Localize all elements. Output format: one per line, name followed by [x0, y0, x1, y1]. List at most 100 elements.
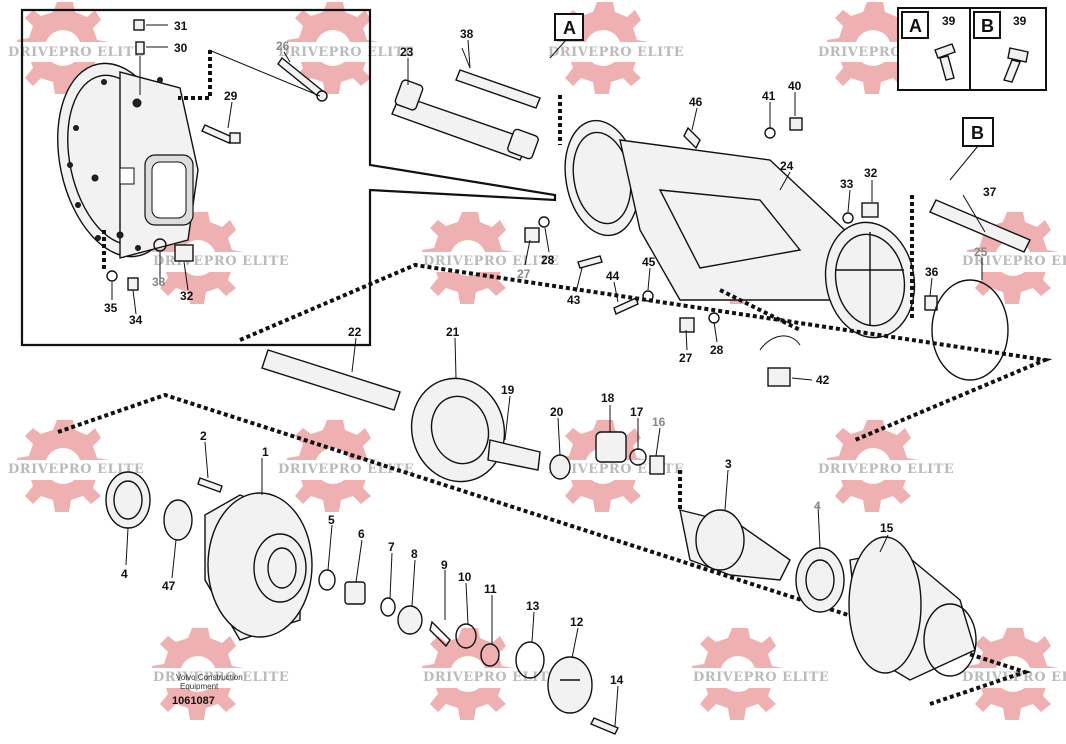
planet-gear-18	[595, 431, 627, 463]
bolt-44	[613, 297, 639, 315]
document-number: 1061087	[172, 695, 215, 707]
watermark-text: DRIVEPRO ELITE	[818, 462, 954, 477]
callout-11: 11	[484, 582, 497, 596]
callout-46: 46	[689, 95, 703, 109]
callout-36: 36	[925, 265, 939, 279]
reference-marker-b: B	[949, 117, 994, 181]
callout-28: 28	[541, 253, 555, 267]
callout-27: 27	[679, 351, 693, 365]
sensor-42	[767, 367, 791, 387]
callout-31: 31	[174, 19, 188, 33]
seal-47	[163, 499, 193, 541]
callout-2: 2	[200, 429, 207, 443]
planet-carrier-21	[410, 377, 506, 483]
callout-30: 30	[174, 41, 188, 55]
callout-15: 15	[880, 521, 894, 535]
bearing-8	[397, 605, 423, 635]
axle-housing-assembly	[391, 47, 1031, 387]
callout-38: 38	[460, 27, 474, 41]
o-ring-25	[931, 279, 1009, 381]
callout-18: 18	[601, 391, 615, 405]
sun-gear-19	[487, 439, 541, 471]
hub-15-face	[848, 536, 922, 674]
bolt-2	[197, 477, 223, 493]
callout-21: 21	[446, 325, 460, 339]
svg-text:B: B	[971, 123, 984, 143]
pin-37	[929, 199, 1031, 253]
washer-20	[549, 454, 571, 480]
callout-22: 22	[348, 325, 362, 339]
wheel-hub-assembly	[57, 392, 1032, 735]
callout-34: 34	[129, 313, 143, 327]
callout-24: 24	[780, 159, 794, 173]
pin-43	[577, 255, 603, 269]
footer: Volvo Construction Equipment 1061087	[172, 673, 243, 707]
callout-16: 16	[652, 415, 666, 429]
callout-27: 27	[517, 267, 531, 281]
callout-25: 25	[974, 245, 988, 259]
callout-6: 6	[358, 527, 365, 541]
callout-45: 45	[642, 255, 656, 269]
bearing-4-right	[795, 547, 845, 613]
watermark-text: DRIVEPRO ELITE	[548, 45, 684, 60]
watermark-text: DRIVEPRO ELITE	[423, 254, 559, 269]
callout-10: 10	[458, 570, 472, 584]
axle-housing-body	[619, 139, 851, 301]
callout-29: 29	[224, 89, 238, 103]
callout-23: 23	[400, 45, 414, 59]
bleed-screw	[201, 124, 233, 144]
nut-6	[344, 581, 366, 605]
detail-inset	[20, 8, 557, 347]
callout-8: 8	[411, 547, 418, 561]
legend-label-a: A	[909, 16, 922, 36]
watermark-text: DRIVEPRO ELITE	[8, 45, 144, 60]
callout-33: 33	[840, 177, 854, 191]
callout-14: 14	[610, 673, 624, 687]
callout-43: 43	[567, 293, 581, 307]
planetary-assembly	[239, 262, 1053, 510]
watermark-text: DRIVEPRO ELITE	[153, 254, 289, 269]
callout-4: 4	[121, 567, 128, 581]
callout-3: 3	[725, 457, 732, 471]
callout-9: 9	[441, 558, 448, 572]
callout-12: 12	[570, 615, 584, 629]
callout-40: 40	[788, 79, 802, 93]
callout-19: 19	[501, 383, 515, 397]
svg-text:A: A	[563, 18, 576, 38]
callout-37: 37	[983, 185, 997, 199]
callout-7: 7	[388, 540, 395, 554]
watermark-text: DRIVEPRO ELITE	[423, 670, 559, 685]
legend-label-b: B	[981, 16, 994, 36]
callout-labels: 1 2 3 4 4 5 6 7 8 9 10 11 13 12 14 15 16…	[104, 19, 997, 687]
watermark-text: DRIVEPRO ELITE	[693, 670, 829, 685]
shaft-22	[261, 349, 401, 411]
callout-32: 32	[180, 289, 194, 303]
callout-4: 4	[814, 499, 821, 513]
callout-33: 33	[152, 275, 166, 289]
legend-part-number: 39	[942, 14, 956, 28]
watermark-text: DRIVEPRO ELITE	[962, 670, 1066, 685]
reference-marker-a: A	[554, 13, 584, 41]
callout-44: 44	[606, 269, 620, 283]
callout-32: 32	[864, 166, 878, 180]
callout-5: 5	[328, 513, 335, 527]
manufacturer-note: Volvo Construction	[176, 673, 243, 682]
callout-47: 47	[162, 579, 176, 593]
callout-20: 20	[550, 405, 564, 419]
watermark-text: DRIVEPRO ELITE	[153, 670, 289, 685]
drive-shaft-23	[391, 94, 531, 161]
callout-17: 17	[630, 405, 644, 419]
leader-lines	[111, 39, 986, 727]
callout-35: 35	[104, 301, 118, 315]
hub-cap-12	[547, 656, 593, 714]
legend-part-number: 39	[1013, 14, 1027, 28]
callout-28: 28	[710, 343, 724, 357]
callout-1: 1	[262, 445, 269, 459]
watermark-text: DRIVEPRO ELITE	[278, 45, 414, 60]
pin-38	[455, 69, 541, 109]
watermark-text: DRIVEPRO ELITE	[8, 462, 144, 477]
manufacturer-note: Equipment	[180, 682, 219, 691]
callout-13: 13	[526, 599, 540, 613]
callout-41: 41	[762, 89, 776, 103]
